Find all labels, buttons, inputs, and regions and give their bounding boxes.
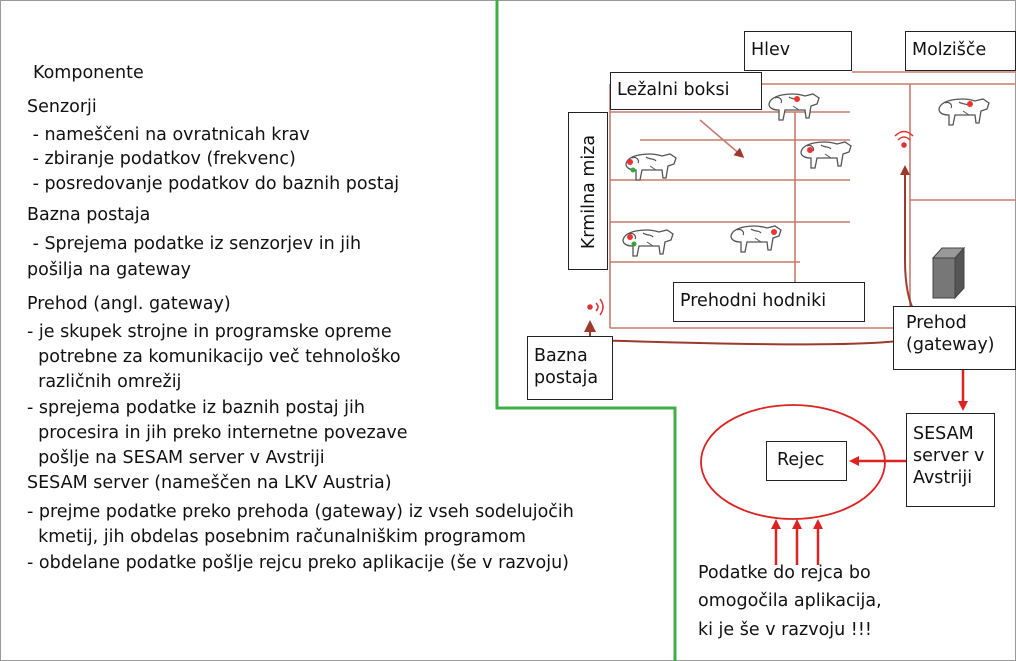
green-divider (495, 0, 677, 661)
cow-icon (768, 93, 820, 121)
app-note-line: Podatke do rejca bo (698, 563, 871, 583)
antenna-icon (587, 298, 604, 316)
prehod-title: Prehod (angl. gateway) (27, 294, 231, 314)
bazna-line: pošilja na gateway (27, 260, 192, 280)
prehod-line: različnih omrežij (27, 372, 182, 392)
sesam-server-label: SESAM server v Avstriji (906, 413, 995, 507)
senzorji-title: Senzorji (27, 97, 97, 117)
cow-icon (625, 153, 677, 181)
heading-komponente: Komponente (33, 63, 144, 83)
rejec-label: Rejec (766, 441, 847, 481)
sesam-line: - prejme podatke preko prehoda (gateway)… (27, 502, 574, 522)
prehod-line: - sprejema podatke iz baznih postaj jih (27, 398, 365, 418)
bazna-line: - Sprejema podatke iz senzorjev in jih (27, 234, 362, 254)
senzorji-item: - nameščeni na ovratnicah krav (27, 125, 310, 145)
prehodni-hodniki-label: Prehodni hodniki (673, 282, 865, 322)
cow-tags (627, 96, 973, 247)
sesam-line: kmetij, jih obdelas posebnim računalnišk… (27, 527, 526, 547)
antenna-icon (894, 130, 914, 148)
app-note-line: omogočila aplikacija, (698, 591, 882, 611)
sesam-title: SESAM server (nameščen na LKV Austria) (27, 473, 392, 493)
bazna-line: postaja (534, 368, 599, 388)
cow-icon (938, 98, 990, 126)
krmilna-miza-box: Krmilna miza (568, 112, 608, 270)
bazna-postaja-label: Bazna postaja (527, 336, 613, 400)
prehod-line: pošlje na SESAM server v Avstriji (27, 448, 325, 468)
app-note-line: ki je še v razvoju !!! (698, 620, 872, 640)
prehod-line: potrebne za komunikacijo več tehnološko (27, 347, 401, 367)
hlev-label: Hlev (744, 31, 852, 71)
cow-icon (622, 229, 674, 257)
bazna-title: Bazna postaja (27, 205, 151, 225)
sesam-line: SESAM (913, 424, 974, 444)
sesam-line: Avstriji (913, 468, 973, 488)
rejec-ellipse (700, 404, 886, 520)
prehod-line: (gateway) (906, 335, 995, 355)
gateway-device-icon (931, 246, 966, 300)
senzorji-item: - zbiranje podatkov (frekvenc) (27, 149, 296, 169)
bazna-line: Bazna (534, 346, 588, 366)
prehod-gateway-label: Prehod (gateway) (893, 306, 1016, 370)
molzisce-label: Molzišče (905, 31, 1016, 71)
sesam-line: - obdelane podatke pošlje rejcu preko ap… (27, 553, 570, 573)
cow-icon (800, 141, 852, 169)
krmilna-miza-label: Krmilna miza (579, 134, 599, 250)
sesam-line: server v (913, 446, 985, 466)
lezalni-boksi-label: Ležalni boksi (610, 72, 762, 110)
senzorji-item: - posredovanje podatkov do baznih postaj (27, 174, 400, 194)
prehod-line: procesira in jih preko internetne poveza… (27, 423, 408, 443)
prehod-line: - je skupek strojne in programske opreme (27, 322, 392, 342)
prehod-line: Prehod (906, 313, 967, 333)
